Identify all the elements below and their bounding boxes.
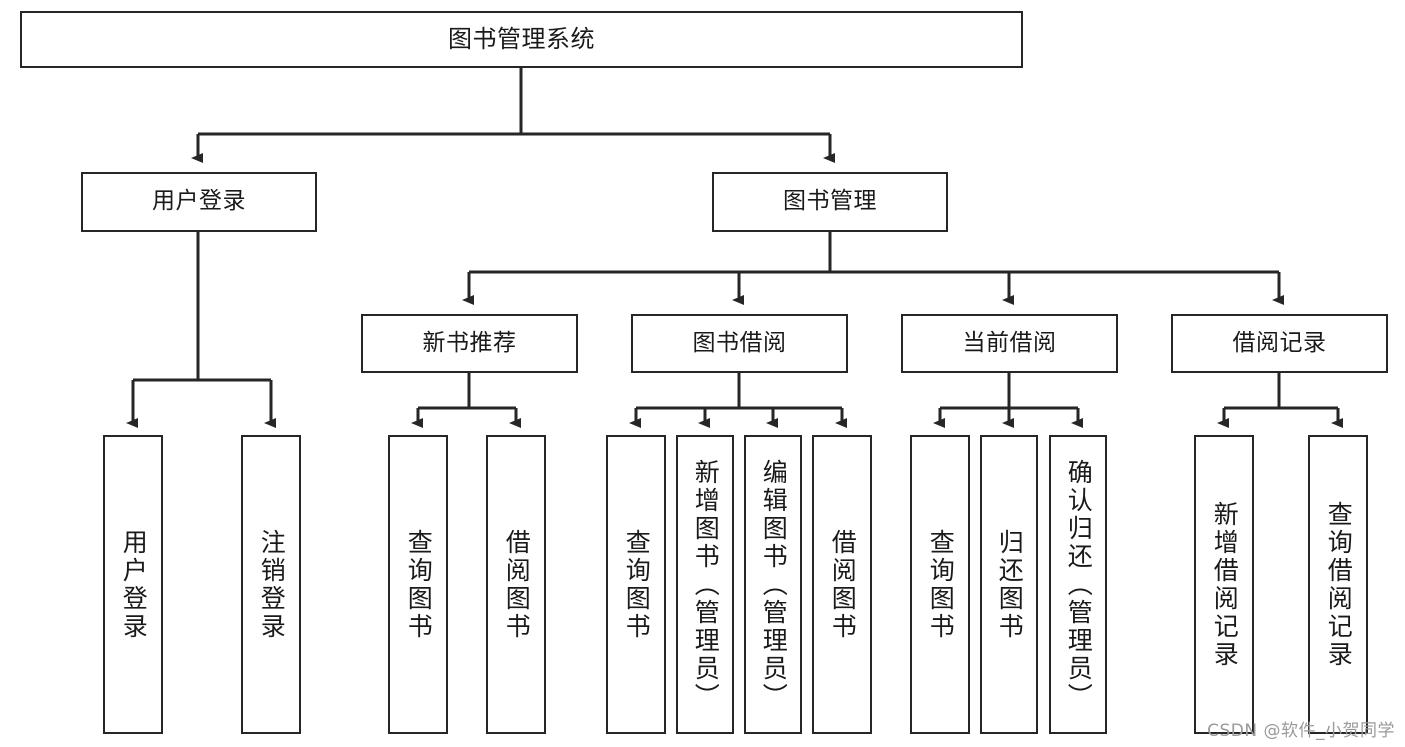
- node-label: 借阅图书: [502, 528, 532, 641]
- node-label: 借阅记录: [1232, 329, 1327, 356]
- node-borrow-record[interactable]: 借阅记录: [1171, 314, 1388, 373]
- node-label: 查询图书: [404, 528, 434, 641]
- node-leaf-add-borrow-record[interactable]: 新增借阅记录: [1194, 435, 1254, 734]
- node-leaf-logout[interactable]: 注销登录: [241, 435, 301, 734]
- node-label: 用户登录: [119, 528, 149, 641]
- node-root-book-management-system[interactable]: 图书管理系统: [20, 11, 1023, 68]
- node-label: 图书管理系统: [448, 25, 595, 54]
- node-leaf-borrow-book-recommend[interactable]: 借阅图书: [486, 435, 546, 734]
- node-new-book-recommend[interactable]: 新书推荐: [361, 314, 578, 373]
- node-leaf-return-book[interactable]: 归还图书: [980, 435, 1038, 734]
- node-leaf-add-book-admin[interactable]: 新增图书（管理员）: [676, 435, 734, 734]
- node-leaf-borrow-book[interactable]: 借阅图书: [812, 435, 872, 734]
- node-label: 图书管理: [783, 188, 877, 215]
- node-label: 新增借阅记录: [1210, 500, 1240, 669]
- node-user-login[interactable]: 用户登录: [81, 172, 317, 232]
- node-label: 当前借阅: [962, 329, 1057, 356]
- node-leaf-user-login[interactable]: 用户登录: [103, 435, 163, 734]
- node-leaf-query-book-recommend[interactable]: 查询图书: [388, 435, 448, 734]
- csdn-watermark: CSDN @软件_小贺同学: [1207, 721, 1395, 741]
- node-label: 新书推荐: [422, 329, 517, 356]
- node-book-borrow[interactable]: 图书借阅: [631, 314, 848, 373]
- node-label: 查询图书: [926, 528, 956, 641]
- node-current-borrow[interactable]: 当前借阅: [901, 314, 1118, 373]
- node-label: 新增图书（管理员）: [691, 458, 721, 711]
- node-label: 图书借阅: [692, 329, 787, 356]
- node-label: 归还图书: [995, 528, 1025, 641]
- node-label: 用户登录: [152, 188, 246, 215]
- node-label: 编辑图书（管理员）: [759, 458, 789, 711]
- node-label: 查询图书: [622, 528, 652, 641]
- node-leaf-query-borrow-record[interactable]: 查询借阅记录: [1308, 435, 1368, 734]
- node-label: 借阅图书: [828, 528, 858, 641]
- node-leaf-confirm-return-admin[interactable]: 确认归还（管理员）: [1049, 435, 1107, 734]
- node-book-management[interactable]: 图书管理: [712, 172, 948, 232]
- node-label: 查询借阅记录: [1324, 500, 1354, 669]
- node-label: 注销登录: [257, 528, 287, 641]
- node-leaf-query-book-current[interactable]: 查询图书: [910, 435, 970, 734]
- node-leaf-query-book-borrow[interactable]: 查询图书: [606, 435, 666, 734]
- node-label: 确认归还（管理员）: [1064, 458, 1094, 711]
- node-leaf-edit-book-admin[interactable]: 编辑图书（管理员）: [744, 435, 802, 734]
